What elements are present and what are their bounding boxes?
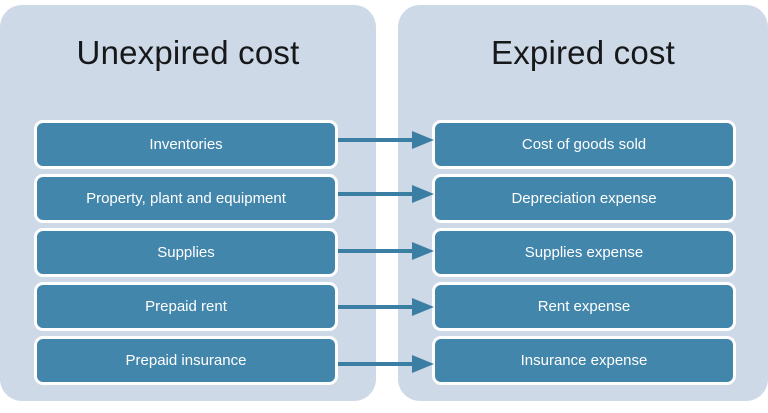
expired-item-label: Cost of goods sold (521, 135, 647, 153)
expired-item-insurance-expense[interactable]: Insurance expense (432, 336, 736, 385)
expired-cost-title: Expired cost (491, 34, 675, 71)
unexpired-item-label: Prepaid rent (145, 297, 227, 315)
expired-item-label: Supplies expense (524, 243, 644, 261)
unexpired-item-prepaid-rent[interactable]: Prepaid rent (34, 282, 338, 331)
unexpired-cost-title: Unexpired cost (76, 34, 300, 71)
expired-item-rent-expense[interactable]: Rent expense (432, 282, 736, 331)
expired-item-label: Depreciation expense (511, 189, 657, 207)
unexpired-item-label: Prepaid insurance (125, 351, 247, 369)
unexpired-item-label: Property, plant and equipment (86, 189, 286, 207)
unexpired-item-label: Supplies (157, 243, 215, 261)
expired-cost-item-list: Cost of goods sold Depreciation expense … (432, 120, 736, 385)
expired-cost-panel: Expired cost Cost of goods sold Deprecia… (398, 5, 768, 401)
unexpired-item-inventories[interactable]: Inventories (34, 120, 338, 169)
unexpired-cost-panel: Unexpired cost Inventories Property, pla… (0, 5, 376, 401)
unexpired-item-label: Inventories (149, 135, 223, 153)
expired-item-cost-of-goods-sold[interactable]: Cost of goods sold (432, 120, 736, 169)
unexpired-item-property-plant-equipment[interactable]: Property, plant and equipment (34, 174, 338, 223)
expired-item-label: Rent expense (537, 297, 631, 315)
unexpired-cost-item-list: Inventories Property, plant and equipmen… (34, 120, 338, 385)
unexpired-item-prepaid-insurance[interactable]: Prepaid insurance (34, 336, 338, 385)
unexpired-item-supplies[interactable]: Supplies (34, 228, 338, 277)
expired-item-label: Insurance expense (520, 351, 648, 369)
expired-item-supplies-expense[interactable]: Supplies expense (432, 228, 736, 277)
expired-item-depreciation-expense[interactable]: Depreciation expense (432, 174, 736, 223)
